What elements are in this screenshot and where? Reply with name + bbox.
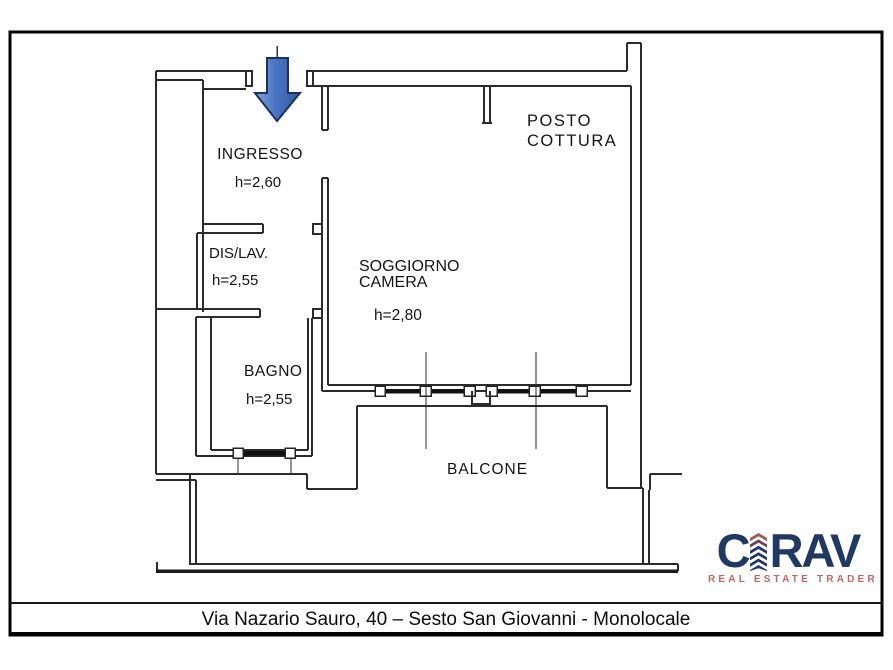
- room-label-balcone: BALCONE: [447, 461, 529, 478]
- address-caption: Via Nazario Sauro, 40 – Sesto San Giovan…: [201, 609, 691, 630]
- logo-letter-c: C: [716, 524, 751, 577]
- window-center-pier: [471, 391, 491, 405]
- logo-tagline: REAL ESTATE TRADER: [708, 574, 878, 585]
- room-height-ingresso: h=2,60: [234, 174, 282, 191]
- room-label-soggiorno-line1: SOGGIORNO: [359, 258, 460, 275]
- logo-letters-rav: RAV: [769, 524, 862, 577]
- slide-frame: [8, 30, 884, 637]
- left-exterior-wall: [155, 80, 204, 474]
- balcony-outline: [156, 405, 682, 571]
- room-label-posto-cottura-line1: POSTO: [527, 112, 592, 130]
- room-height-bagno: h=2,55: [246, 391, 293, 408]
- logo-tower-icon: [749, 532, 767, 571]
- room-label-soggiorno-line2: CAMERA: [359, 274, 428, 291]
- wall-tab-lower: [312, 308, 323, 319]
- posto-cottura-partition-stub: [482, 86, 492, 124]
- corridor-wall: [321, 86, 329, 391]
- entrance-arrow: [252, 46, 303, 123]
- entrance-door-post-right: [306, 70, 314, 87]
- window-symbols: [232, 352, 588, 474]
- wall-tab-upper: [312, 223, 323, 235]
- south-exterior-line: [156, 473, 307, 481]
- room-label-ingresso: INGRESSO: [217, 146, 303, 163]
- room-height-soggiorno: h=2,80: [374, 307, 422, 324]
- right-exterior-wall: [630, 43, 642, 488]
- top-walls: [155, 42, 641, 90]
- room-height-dislav: h=2,55: [212, 272, 259, 289]
- room-label-posto-cottura-line2: COTTURA: [527, 132, 618, 150]
- room-divider-walls: [156, 223, 264, 318]
- cirav-logo: C RAV REAL ESTATE TRADER: [708, 524, 878, 585]
- entrance-door-post-left: [245, 70, 253, 87]
- room-label-bagno: BAGNO: [244, 363, 303, 380]
- bagno-walls: [195, 317, 313, 457]
- room-label-dislav: DIS/LAV.: [209, 245, 269, 262]
